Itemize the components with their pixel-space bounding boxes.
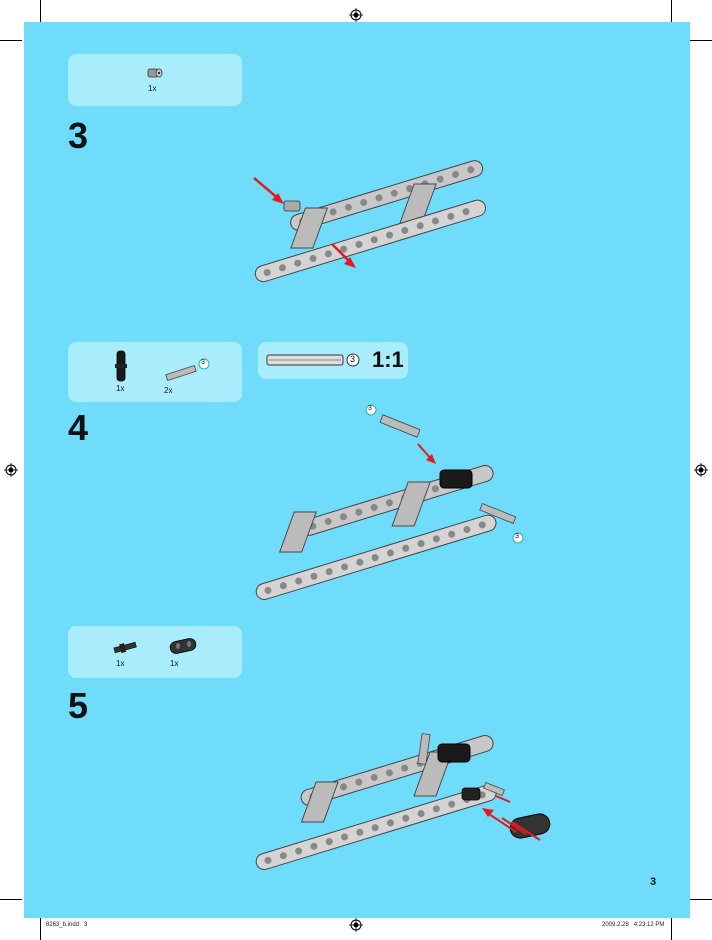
axle-length-label: 3: [350, 354, 356, 364]
page-number: 3: [650, 876, 657, 888]
crop-mark: [690, 40, 712, 41]
axle-3-icon: [165, 365, 197, 381]
crop-mark: [0, 899, 22, 900]
axle-pin-black-icon: [115, 350, 127, 382]
parts-list-step-3: 1x: [68, 54, 242, 106]
step-number: 4: [68, 407, 89, 448]
axle-length-badge-icon: [198, 358, 210, 370]
slug-file: 8263_b.indd 3: [46, 922, 88, 928]
callout-label: 3: [515, 533, 519, 540]
registration-mark-icon: [4, 463, 18, 477]
axle-length-label: 3: [201, 359, 205, 366]
crop-mark: [0, 40, 22, 41]
frame-assembly-step-3: [253, 160, 487, 283]
slug-date: 2009.2.28 4:23:12 PM: [602, 922, 665, 928]
frame-assembly-step-5: [255, 733, 551, 871]
registration-mark-icon: [349, 8, 363, 22]
step-number: 3: [68, 115, 89, 156]
registration-mark-icon: [349, 918, 363, 932]
crop-mark: [671, 918, 672, 940]
crop-mark: [671, 0, 672, 22]
instruction-page: [24, 22, 690, 918]
registration-mark-icon: [694, 463, 708, 477]
part-quantity: 1x: [116, 659, 125, 668]
part-quantity: 1x: [148, 84, 157, 93]
axle-joiner-icon: [169, 638, 197, 654]
bush-connector-icon: [113, 641, 137, 654]
scale-label: 1:1: [372, 347, 404, 372]
part-quantity: 1x: [170, 659, 179, 668]
axle-length-badge-icon: [346, 353, 360, 367]
parts-list-step-4: 1x 2x 3: [68, 342, 242, 402]
frame-assembly-step-4: [255, 414, 517, 601]
parts-list-step-5: 1x 1x: [68, 626, 242, 678]
crop-mark: [40, 0, 41, 22]
axle-length-badge-icon: [365, 404, 377, 416]
crop-mark: [690, 899, 712, 900]
callout-label: 3: [368, 405, 372, 412]
axle-length-badge-icon: [512, 532, 524, 544]
part-quantity: 2x: [164, 386, 173, 395]
axle-pin-connector-icon: [147, 68, 163, 78]
axle-scale-icon: [266, 354, 344, 366]
part-quantity: 1x: [116, 384, 125, 393]
crop-mark: [40, 918, 41, 940]
scale-reference-box: 3 1:1: [258, 342, 408, 379]
step-number: 5: [68, 685, 89, 726]
